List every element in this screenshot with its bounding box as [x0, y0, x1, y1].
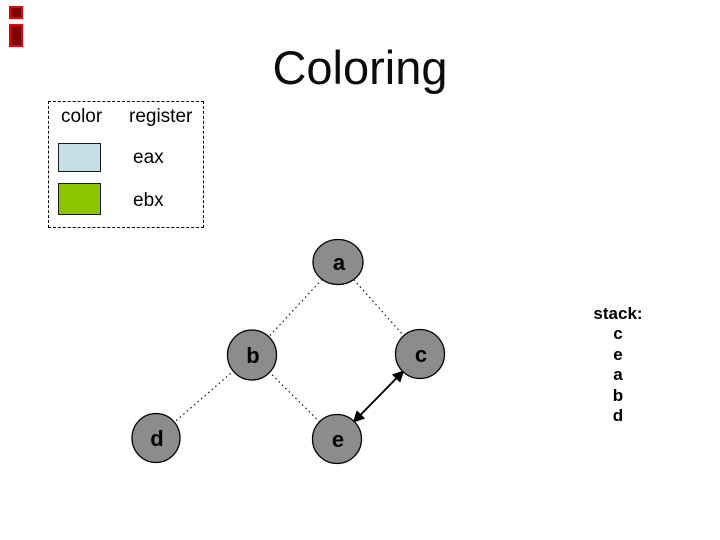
eax-register-label: eax [133, 147, 164, 168]
color-register-legend: color register eax ebx [48, 101, 204, 228]
ebx-register-label: ebx [133, 190, 164, 211]
node-c [394, 328, 446, 380]
node-e [311, 413, 363, 465]
node-d-label: d [150, 426, 163, 451]
red-corner-mark-top [9, 6, 23, 19]
stack-block: stack: c e a b d [586, 304, 650, 426]
node-c-label: c [415, 342, 427, 367]
stack-item: d [612, 406, 624, 426]
edge-c-e-double-arrow [352, 370, 405, 423]
page-title: Coloring [272, 41, 448, 94]
node-a-label: a [333, 250, 346, 275]
stack-item: b [612, 385, 624, 405]
red-corner-mark-bottom [9, 24, 23, 47]
legend-header-color: color [61, 106, 103, 127]
ebx-color-swatch [58, 183, 101, 215]
stack-item: a [613, 365, 623, 385]
node-b [226, 329, 278, 381]
node-e-label: e [332, 427, 344, 452]
eax-color-swatch [58, 143, 101, 172]
stack-title: stack: [593, 304, 643, 323]
stack-item: c [613, 324, 623, 344]
node-a [312, 238, 364, 286]
legend-header-register: register [129, 106, 193, 127]
edge-a-c [337, 261, 421, 355]
stack-item: e [613, 344, 623, 364]
node-b-label: b [246, 343, 259, 368]
node-d [131, 412, 181, 464]
